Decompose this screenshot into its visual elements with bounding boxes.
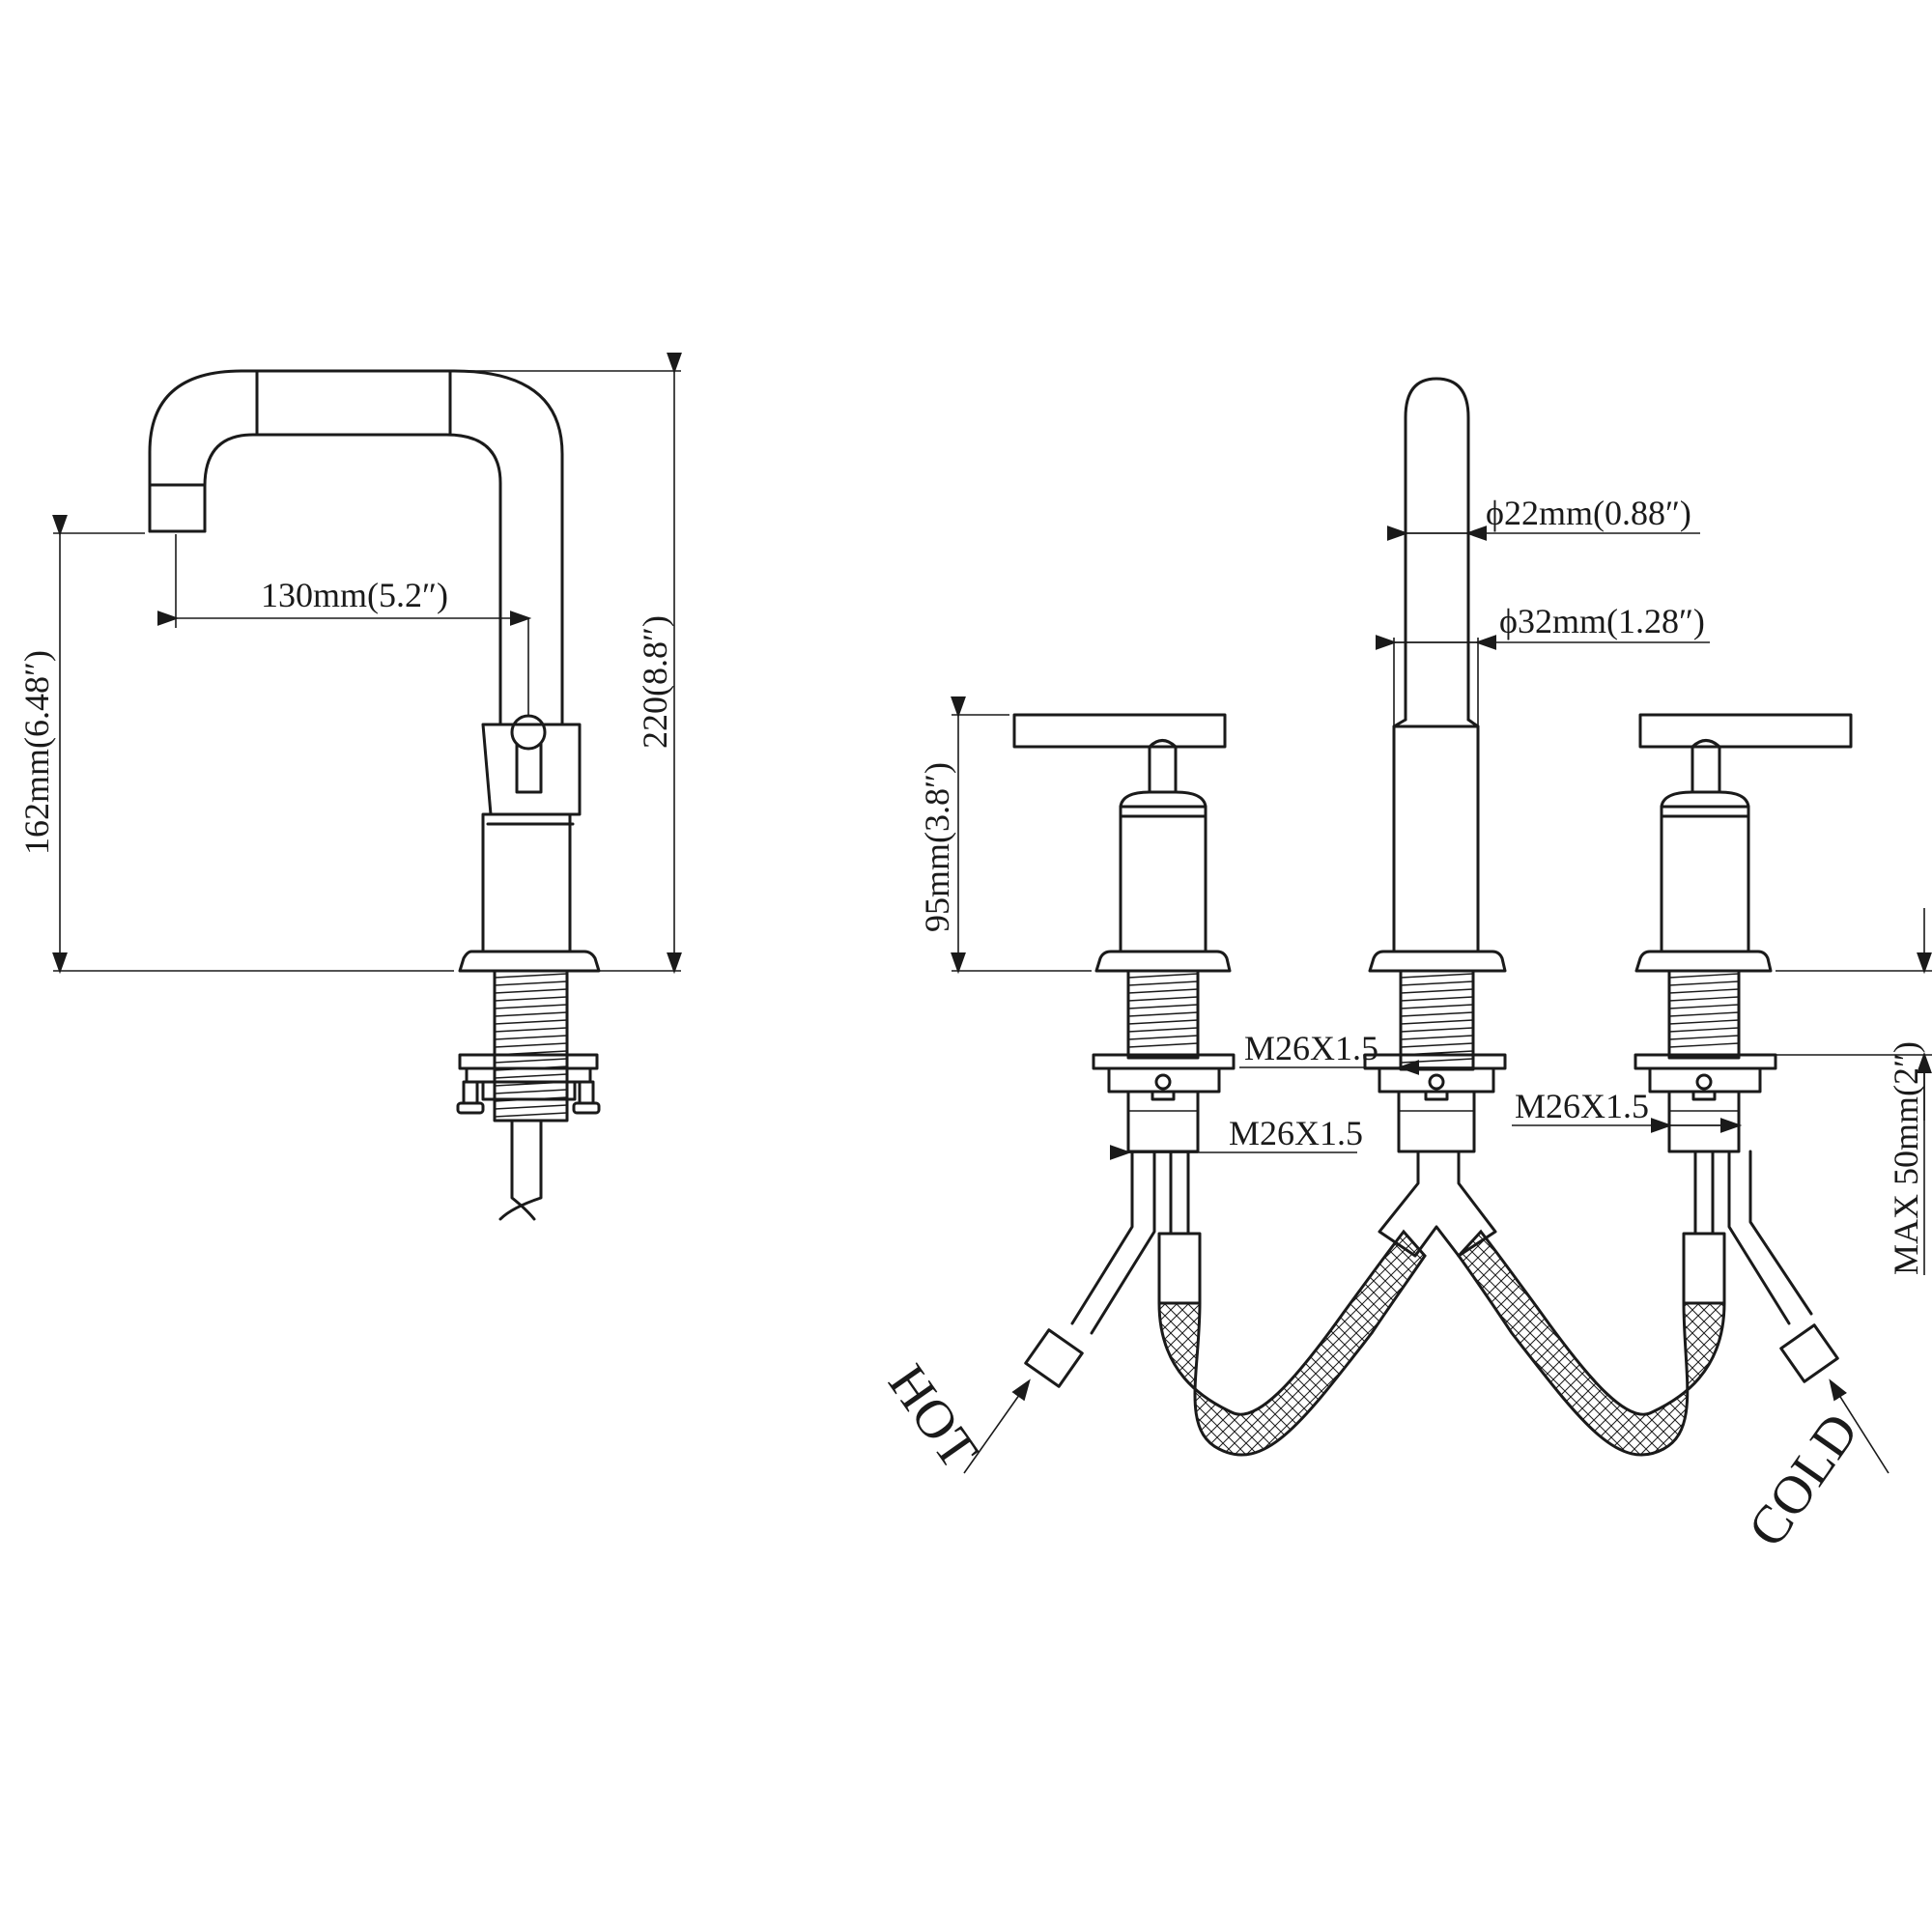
right-braided-hose (1457, 1229, 1726, 1457)
cold-label: COLD (1737, 1403, 1870, 1557)
front-view: ϕ22mm(0.88″) ϕ32mm(1.28″) 95mm(3.8″) M26… (876, 377, 1932, 1557)
thread-left-label: M26X1.5 (1229, 1114, 1363, 1152)
handle-height-label: 95mm(3.8″) (918, 762, 956, 932)
y-connector (1378, 1150, 1497, 1258)
deck-thickness-label: MAX 50mm(2″) (1887, 1041, 1925, 1275)
spout-tip-diameter-dimension: ϕ22mm(0.88″) (1386, 494, 1700, 541)
total-height-label: 220(8.8″) (636, 615, 674, 749)
deck-thickness-dimension: MAX 50mm(2″) (1776, 908, 1932, 1275)
lever-knob (510, 714, 547, 751)
spout-height-dimension: 162mm(6.48″) (17, 514, 454, 975)
hot-supply-tube (1070, 1150, 1156, 1335)
left-cross-handle (1012, 713, 1227, 749)
spout-outer (148, 369, 564, 726)
left-braided-hose (1157, 1229, 1427, 1457)
center-spout (1363, 377, 1507, 1258)
spout-inner (203, 433, 502, 726)
total-height-dimension: 220(8.8″) (462, 352, 682, 975)
side-thread-hatch (494, 973, 568, 1118)
handle-height-dimension: 95mm(3.8″) (918, 696, 1092, 975)
left-handle-valve (1012, 713, 1236, 1388)
spout-tip-diameter-label: ϕ22mm(0.88″) (1486, 494, 1691, 532)
side-view: 130mm(5.2″) 162mm(6.48″) 220(8.8″) (17, 352, 682, 1221)
hot-connector-nut (1024, 1328, 1084, 1388)
thread-callout-right: M26X1.5 (1512, 1087, 1743, 1133)
thread-center-label: M26X1.5 (1244, 1029, 1378, 1067)
hot-inlet-indicator: HOT (876, 1354, 1031, 1480)
reach-dimension-label: 130mm(5.2″) (261, 576, 448, 614)
right-handle-valve (1634, 713, 1853, 1383)
spout-base-diameter-dimension: ϕ32mm(1.28″) (1375, 602, 1710, 726)
reach-dimension: 130mm(5.2″) (156, 534, 532, 715)
side-body (481, 723, 582, 953)
thread-callout-center: M26X1.5 (1239, 1029, 1473, 1075)
cold-supply-tube (1727, 1150, 1813, 1325)
spout-height-label: 162mm(6.48″) (17, 650, 56, 855)
spout-base-diameter-label: ϕ32mm(1.28″) (1499, 602, 1705, 640)
cold-inlet-indicator: COLD (1737, 1378, 1889, 1557)
thread-right-label: M26X1.5 (1515, 1087, 1649, 1125)
thread-callout-left: M26X1.5 (1109, 1114, 1363, 1160)
cold-connector-nut (1779, 1323, 1839, 1383)
right-cross-handle (1638, 713, 1853, 749)
